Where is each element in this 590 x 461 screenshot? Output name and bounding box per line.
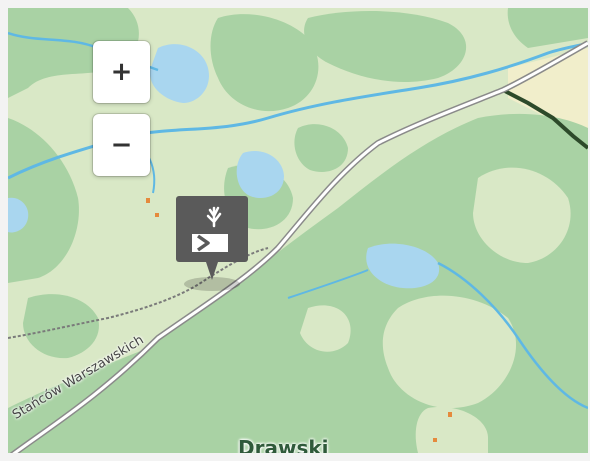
forest-area-north-west: [8, 8, 139, 98]
main-road: [12, 41, 588, 453]
zoom-out-button[interactable]: −: [93, 114, 150, 176]
stream: [287, 269, 369, 299]
lake: [149, 44, 209, 103]
clearing: [382, 295, 517, 409]
building: [448, 412, 452, 417]
forest-patch: [294, 124, 348, 172]
forest-area-north-east: [304, 11, 467, 83]
clearing: [300, 305, 351, 352]
building: [433, 438, 437, 442]
stream: [437, 261, 588, 410]
building: [146, 198, 150, 203]
forest-patch: [23, 294, 99, 359]
clearing: [473, 167, 571, 263]
map-marker[interactable]: [176, 196, 248, 292]
building: [155, 213, 159, 217]
forest-area-north: [210, 14, 319, 112]
map-viewport[interactable]: + − Stańców Warszawskich Drawski: [8, 8, 588, 453]
forest-area-west: [8, 118, 79, 283]
lake: [8, 197, 29, 233]
lake: [236, 150, 284, 198]
place-label: Drawski: [238, 436, 329, 453]
zoom-in-button[interactable]: +: [93, 41, 150, 103]
forest-patch: [507, 8, 588, 48]
waterfall-icon: [176, 196, 248, 291]
administrative-boundary: [502, 88, 588, 150]
lake: [366, 243, 440, 289]
map-tiles[interactable]: [8, 8, 588, 453]
